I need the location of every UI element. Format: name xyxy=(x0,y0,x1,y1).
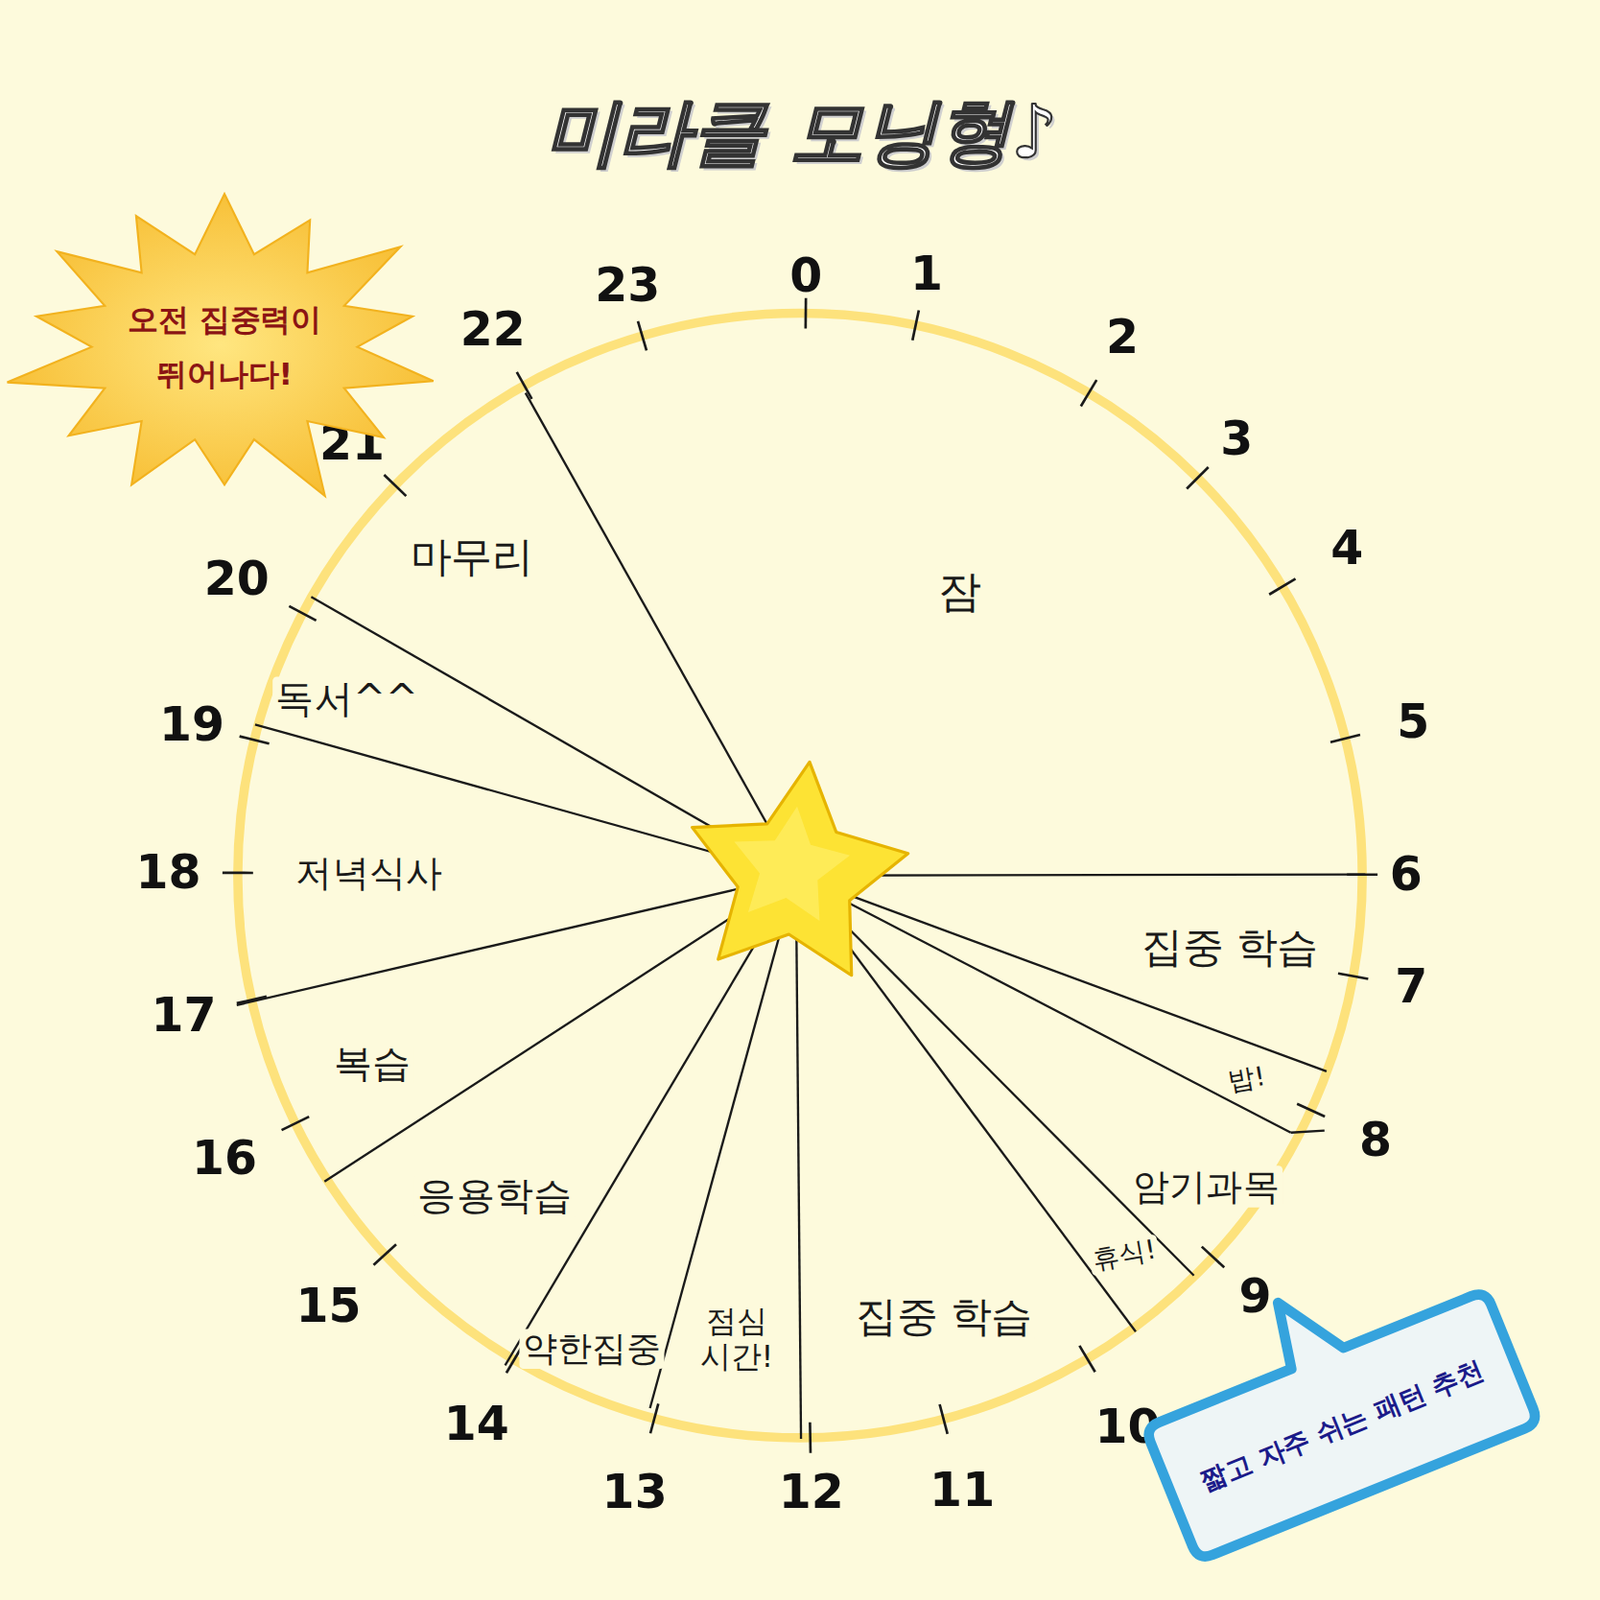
hour-number: 17 xyxy=(150,988,216,1042)
hour-number: 8 xyxy=(1359,1112,1392,1167)
hour-tick xyxy=(1296,1104,1325,1117)
hour-number: 3 xyxy=(1220,411,1253,466)
hour-tick xyxy=(803,298,807,330)
sector-line xyxy=(236,875,797,1006)
star-highlight xyxy=(733,806,850,921)
activity-label: 응용학습 xyxy=(414,1174,576,1219)
hour-number: 6 xyxy=(1389,847,1423,902)
hour-tick xyxy=(1330,734,1361,743)
hour-tick xyxy=(1079,1345,1095,1372)
hour-number: 15 xyxy=(295,1279,361,1334)
activity-label: 점심 시간! xyxy=(684,1303,790,1374)
hour-number: 20 xyxy=(204,551,270,606)
starburst-badge: 오전 집중력이 뛰어나다! xyxy=(10,193,440,500)
starburst-outline xyxy=(7,193,434,496)
hour-tick xyxy=(1201,1247,1224,1269)
hour-tick xyxy=(637,321,647,352)
activity-label: 집중 학습 xyxy=(1138,923,1321,971)
hour-tick xyxy=(239,736,270,745)
sector-line xyxy=(505,875,797,1366)
starburst-shape xyxy=(10,193,440,500)
bubble-outline xyxy=(1120,1228,1540,1561)
hour-number: 4 xyxy=(1330,520,1364,575)
hour-number: 19 xyxy=(159,697,225,752)
hour-number: 11 xyxy=(929,1462,995,1517)
activity-label: 암기과목 xyxy=(1129,1165,1284,1208)
hour-number: 0 xyxy=(789,248,823,303)
hour-number: 13 xyxy=(602,1464,668,1519)
hour-tick xyxy=(288,606,316,621)
hour-number: 22 xyxy=(460,302,526,356)
hour-tick xyxy=(282,1116,310,1130)
sector-line xyxy=(796,875,801,1439)
hour-number: 14 xyxy=(444,1396,510,1451)
sector-line xyxy=(796,875,1195,1276)
hour-number: 18 xyxy=(135,845,201,899)
hour-number: 16 xyxy=(191,1130,258,1185)
hour-number: 7 xyxy=(1394,960,1428,1014)
activity-label: 약한집중 xyxy=(518,1329,664,1370)
activity-label: 마무리 xyxy=(406,532,536,580)
activity-label: 저녁식사 xyxy=(292,851,447,895)
speech-bubble: 짧고 자주 쉬는 패턴 추천 xyxy=(1138,1283,1547,1567)
star-ornament xyxy=(692,761,909,975)
hour-tick xyxy=(1186,467,1209,490)
hour-number: 12 xyxy=(778,1464,845,1519)
hour-tick xyxy=(1338,973,1368,980)
activity-label: 복습 xyxy=(330,1041,415,1086)
activity-label: 잠 xyxy=(934,566,984,616)
hour-number: 5 xyxy=(1396,694,1430,749)
hour-number: 2 xyxy=(1105,309,1139,364)
hour-number: 1 xyxy=(910,246,943,301)
hour-tick xyxy=(912,309,919,340)
sector-line xyxy=(796,875,1327,1072)
hour-tick xyxy=(383,474,406,496)
sector-line xyxy=(796,875,1292,1133)
hour-number: 23 xyxy=(594,258,660,313)
activity-label: 집중 학습 xyxy=(852,1293,1036,1341)
activity-label: 밥! xyxy=(1223,1060,1271,1099)
sector-line xyxy=(1291,1130,1325,1133)
hour-number: 9 xyxy=(1238,1269,1271,1323)
activity-label: 휴식! xyxy=(1087,1233,1162,1276)
hour-tick xyxy=(1269,578,1295,594)
badge-text: 오전 집중력이 뛰어나다! xyxy=(114,291,335,402)
hour-tick xyxy=(940,1404,948,1435)
title: 미라클 모닝형♪ xyxy=(544,83,1059,182)
hour-tick xyxy=(808,1422,812,1454)
sector-line xyxy=(525,393,797,876)
hour-tick xyxy=(650,1403,659,1434)
activity-label: 독서^^ xyxy=(272,676,422,721)
hour-tick xyxy=(222,870,254,874)
hour-tick xyxy=(373,1244,397,1266)
hour-tick xyxy=(517,372,533,400)
hour-tick xyxy=(1081,379,1097,406)
